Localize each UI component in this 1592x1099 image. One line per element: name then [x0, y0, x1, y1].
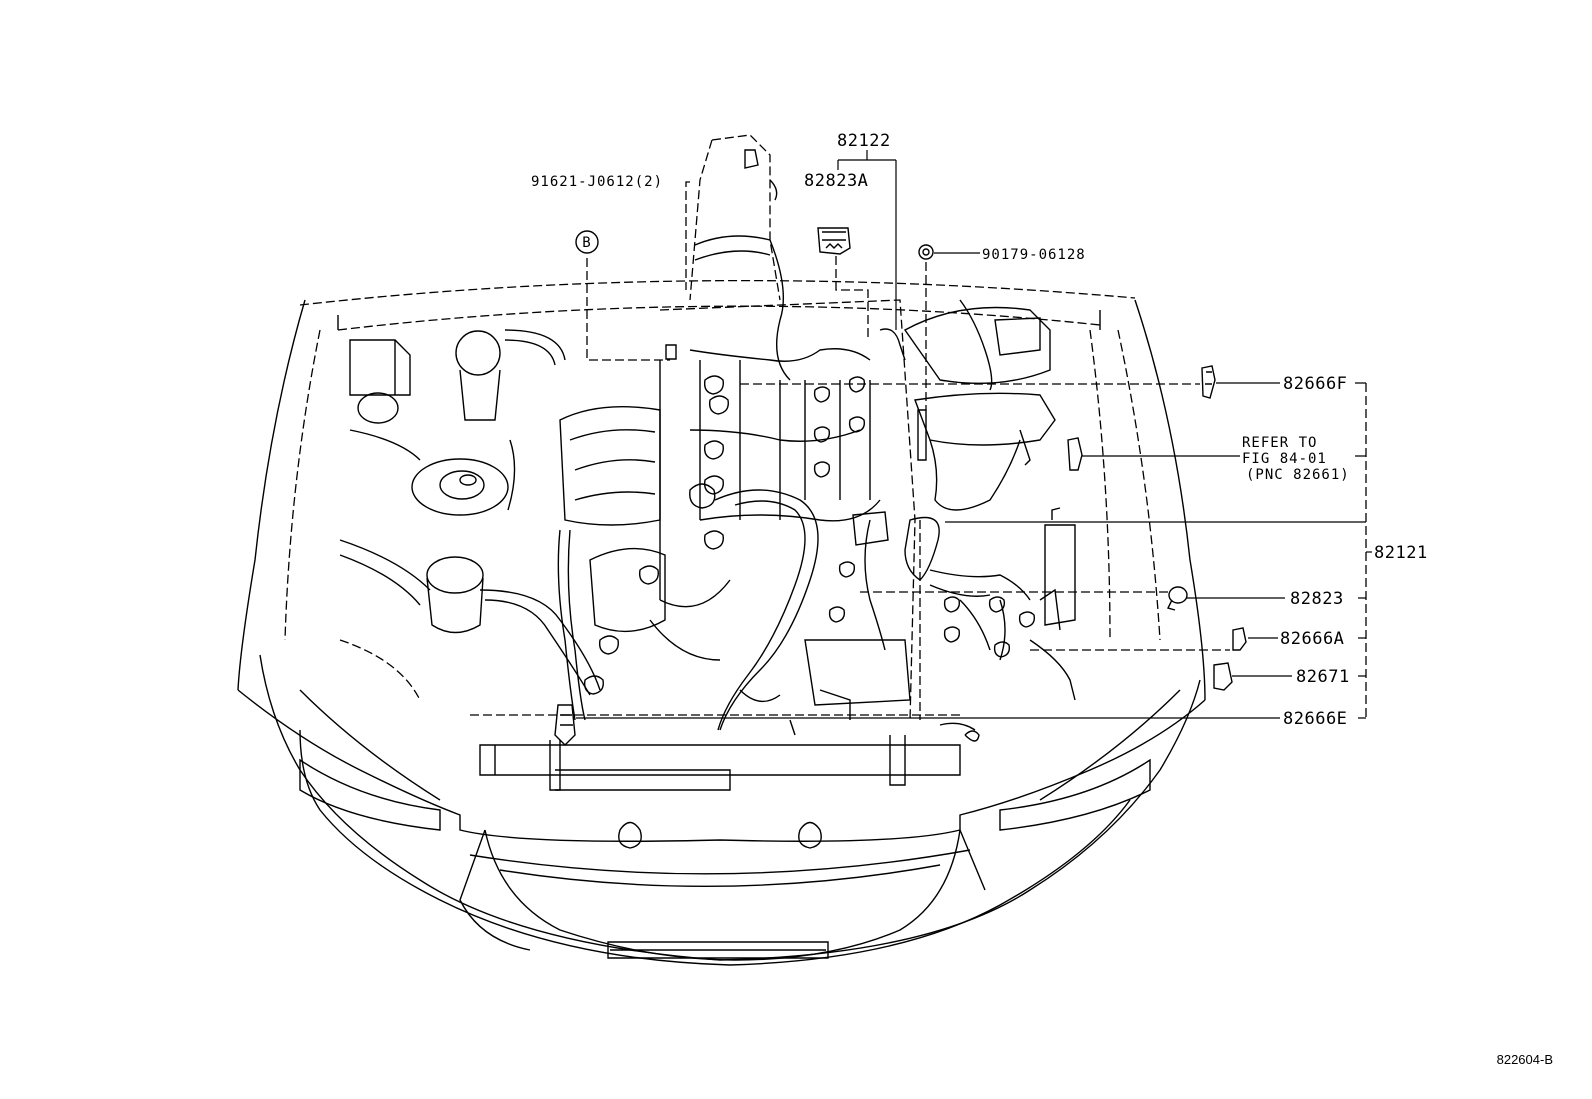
callout-labels: 82122 82823A 91621-J0612(2) 90179-06128 … — [531, 131, 1553, 1067]
reference-b-marker: B — [575, 230, 599, 254]
callout-82823: 82823 — [1290, 589, 1344, 609]
callout-82121: 82121 — [1374, 543, 1428, 563]
left-components — [339, 329, 601, 701]
callout-82666a: 82666A — [1280, 629, 1344, 649]
figure-id: 822604-B — [1497, 1052, 1553, 1067]
callout-82666e: 82666E — [1283, 709, 1347, 729]
callout-82666f: 82666F — [1283, 374, 1347, 394]
radiator-support — [470, 714, 980, 791]
reference-b-label: B — [582, 235, 591, 251]
leader-lines — [576, 150, 1372, 719]
refer-to-line1: REFER TO — [1242, 435, 1317, 451]
car-body-outline — [237, 279, 1206, 966]
engine-block — [557, 134, 940, 736]
callout-82671: 82671 — [1296, 667, 1350, 687]
callout-82122: 82122 — [837, 131, 891, 151]
refer-to-line2: FIG 84-01 — [1242, 451, 1327, 467]
right-components — [903, 299, 1111, 720]
refer-to-line3: (PNC 82661) — [1246, 467, 1350, 483]
callout-90179-06128: 90179-06128 — [982, 247, 1086, 263]
part-icons — [554, 227, 1247, 746]
callout-91621-j0612: 91621-J0612(2) — [531, 174, 663, 190]
callout-82823a: 82823A — [804, 171, 868, 191]
